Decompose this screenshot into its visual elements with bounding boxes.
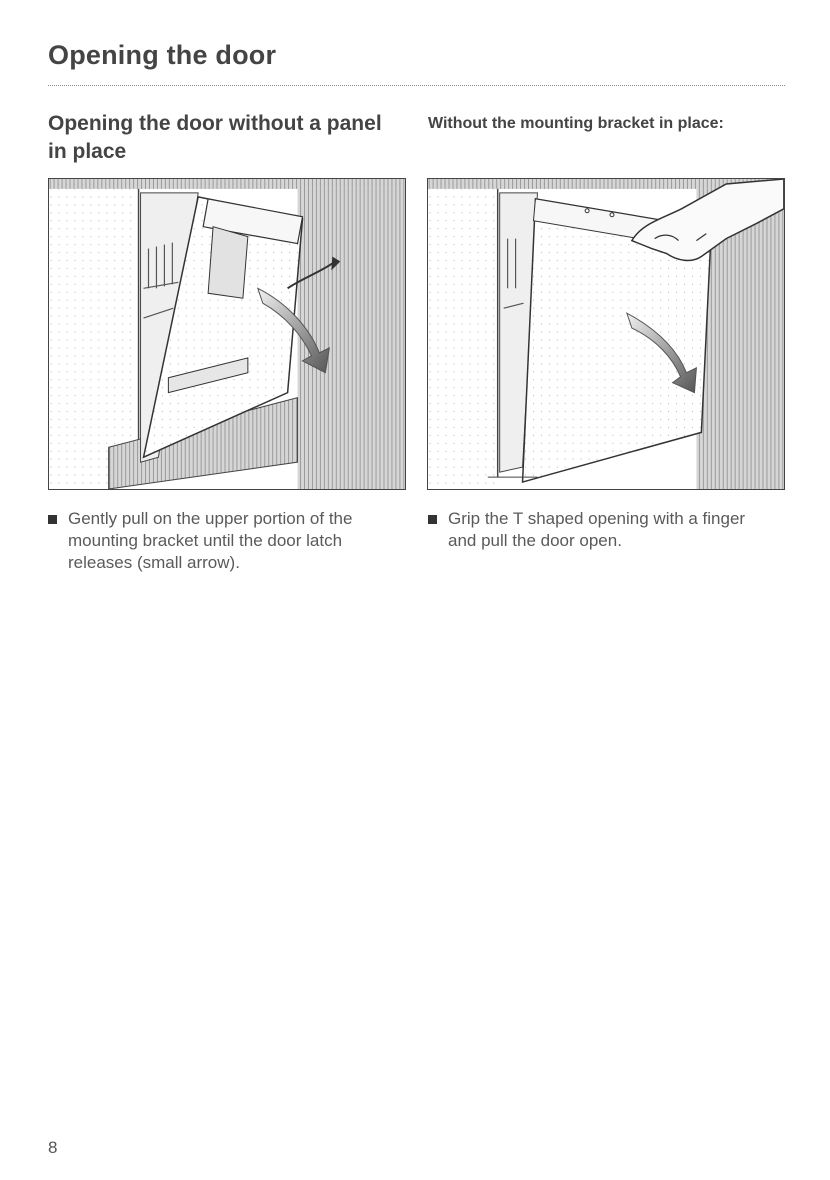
- subheading-without-bracket: Without the mounting bracket in place:: [428, 113, 768, 135]
- section-heading: Opening the door without a panel in plac…: [48, 110, 388, 166]
- bullet-square-icon: [48, 515, 57, 524]
- title-divider: [48, 85, 785, 86]
- step-text: Gently pull on the upper portion of the …: [48, 508, 388, 574]
- step-grip-opening: Grip the T shaped opening with a finger …: [428, 508, 768, 552]
- bullet-square-icon: [428, 515, 437, 524]
- step-pull-bracket: Gently pull on the upper portion of the …: [48, 508, 388, 574]
- illustration-hand-opening-door: [427, 178, 785, 490]
- page-number: 8: [48, 1138, 57, 1158]
- step-text: Grip the T shaped opening with a finger …: [428, 508, 768, 552]
- illustration-door-with-bracket: [48, 178, 406, 490]
- page-title: Opening the door: [48, 40, 276, 71]
